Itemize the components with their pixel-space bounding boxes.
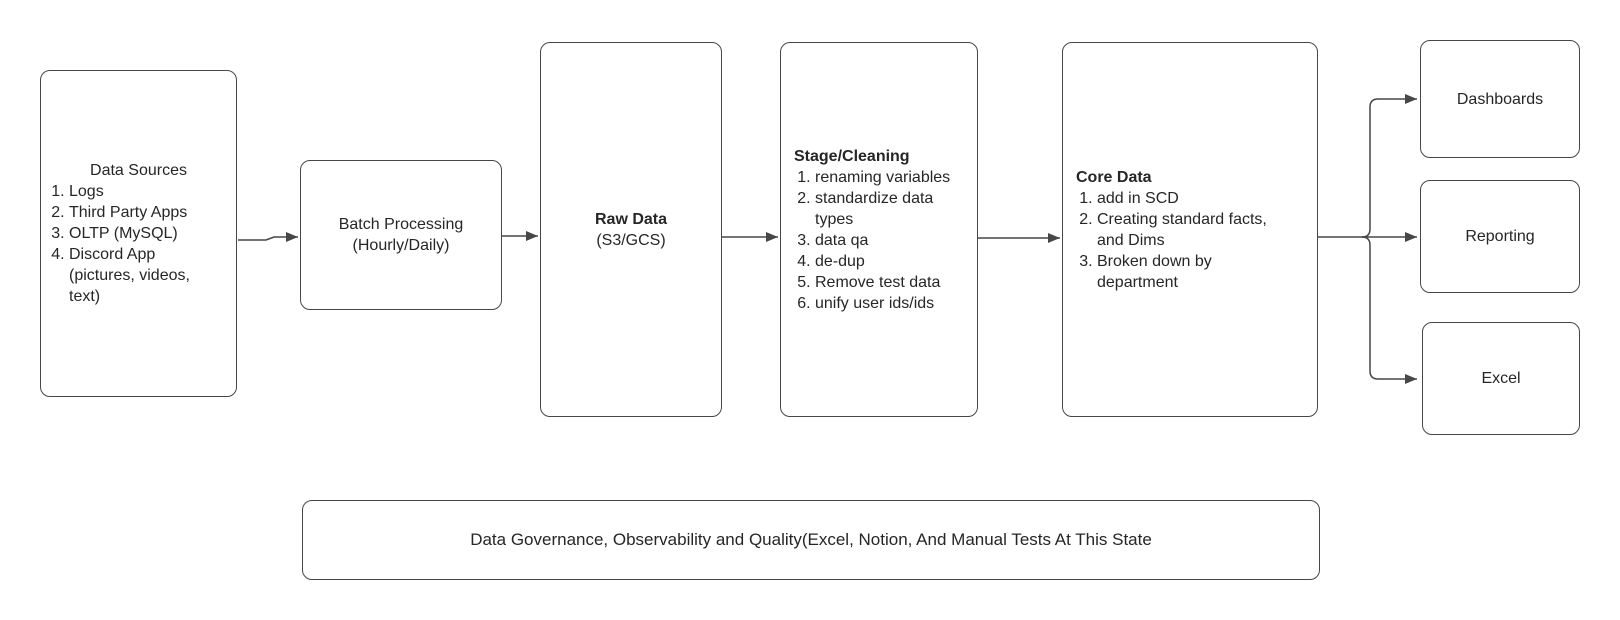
- batch-processing-line1: Batch Processing: [338, 216, 464, 233]
- list-item: Logs: [69, 181, 210, 202]
- data-sources-list: Logs Third Party Apps OLTP (MySQL) Disco…: [41, 181, 236, 307]
- list-item: Discord App (pictures, videos, text): [69, 244, 210, 307]
- core-data-title: Core Data: [1076, 168, 1152, 186]
- reporting-label: Reporting: [1465, 228, 1535, 245]
- connector-core-to-excel: [1361, 236, 1417, 384]
- node-dashboards: Dashboards: [1420, 40, 1580, 158]
- list-item: de-dup: [815, 251, 975, 272]
- list-item: renaming variables: [815, 167, 975, 188]
- node-batch-processing: Batch Processing (Hourly/Daily): [300, 160, 502, 310]
- list-item: unify user ids/ids: [815, 293, 975, 314]
- node-governance-banner: Data Governance, Observability and Quali…: [302, 500, 1320, 580]
- node-stage-cleaning: Stage/Cleaning renaming variables standa…: [780, 42, 978, 417]
- stage-cleaning-title: Stage/Cleaning: [794, 147, 910, 165]
- list-item: add in SCD: [1097, 188, 1291, 209]
- list-item: Creating standard facts, and Dims: [1097, 209, 1291, 251]
- node-reporting: Reporting: [1420, 180, 1580, 293]
- raw-data-title: Raw Data: [594, 210, 668, 228]
- list-item: standardize data types: [815, 188, 975, 230]
- list-item: Third Party Apps: [69, 202, 210, 223]
- node-core-data: Core Data add in SCD Creating standard f…: [1062, 42, 1318, 417]
- list-item: Broken down by department: [1097, 251, 1291, 293]
- governance-label: Data Governance, Observability and Quali…: [470, 530, 1152, 549]
- data-sources-title: Data Sources: [90, 162, 187, 179]
- core-data-list: add in SCD Creating standard facts, and …: [1063, 188, 1317, 293]
- list-item: data qa: [815, 230, 975, 251]
- dashboards-label: Dashboards: [1456, 90, 1544, 108]
- stage-cleaning-list: renaming variables standardize data type…: [781, 167, 977, 314]
- connector-core-to-dashboards: [1361, 94, 1417, 238]
- list-item: Remove test data: [815, 272, 975, 293]
- batch-processing-line2: (Hourly/Daily): [352, 237, 450, 254]
- raw-data-subtitle: (S3/GCS): [596, 231, 666, 249]
- excel-label: Excel: [1481, 370, 1521, 387]
- node-data-sources: Data Sources Logs Third Party Apps OLTP …: [40, 70, 237, 397]
- list-item: OLTP (MySQL): [69, 223, 210, 244]
- node-raw-data: Raw Data (S3/GCS): [540, 42, 722, 417]
- node-excel: Excel: [1422, 322, 1580, 435]
- connector-sources-to-batch: [238, 232, 298, 242]
